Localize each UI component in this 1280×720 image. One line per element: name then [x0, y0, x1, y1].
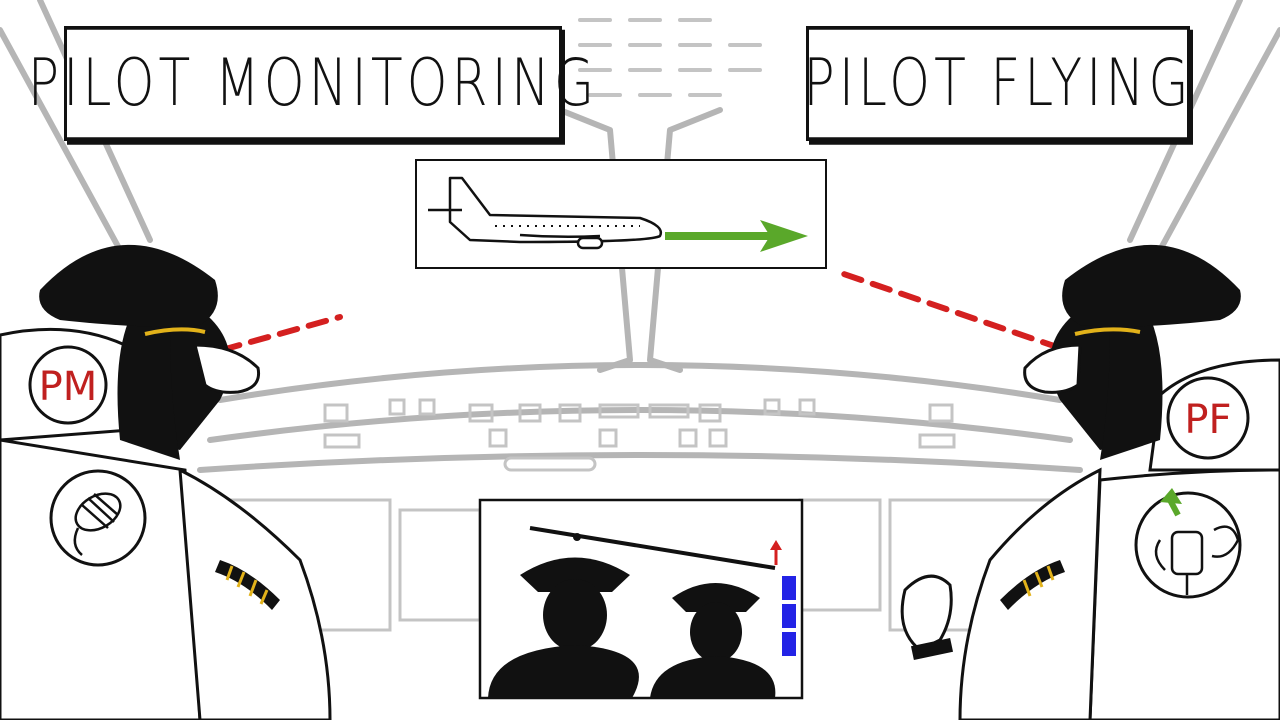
pf-hat: [1062, 244, 1241, 327]
pm-badge-circle: [28, 345, 108, 425]
gaze-lines: [219, 269, 1063, 353]
pilot-flying-title: PILOT FLYING: [803, 26, 1190, 141]
airplane-panel: [415, 159, 827, 269]
pilot-monitoring-figure: PM: [0, 244, 332, 720]
pm-hat: [39, 244, 218, 327]
pilot-monitoring-title: PILOT MONITORING: [28, 26, 594, 141]
pilot-silhouettes-icon: [488, 557, 776, 698]
microphone-icon: [73, 492, 122, 556]
pm-gaze-line: [219, 314, 343, 353]
airplane-icon: [428, 176, 663, 250]
pf-hand: [900, 574, 953, 652]
pilot-flying-figure: PF: [900, 244, 1280, 720]
pf-badge-circle: [1166, 376, 1250, 460]
pf-badge: PF: [1184, 397, 1231, 443]
pm-badge: PM: [39, 364, 98, 410]
silhouette-panel: [478, 498, 804, 700]
control-column-icon: [1154, 525, 1240, 595]
motion-arrow-head: [760, 220, 808, 252]
overhead-panel: [578, 18, 762, 97]
status-bars: [782, 576, 796, 656]
pf-gaze-line: [835, 269, 1063, 351]
